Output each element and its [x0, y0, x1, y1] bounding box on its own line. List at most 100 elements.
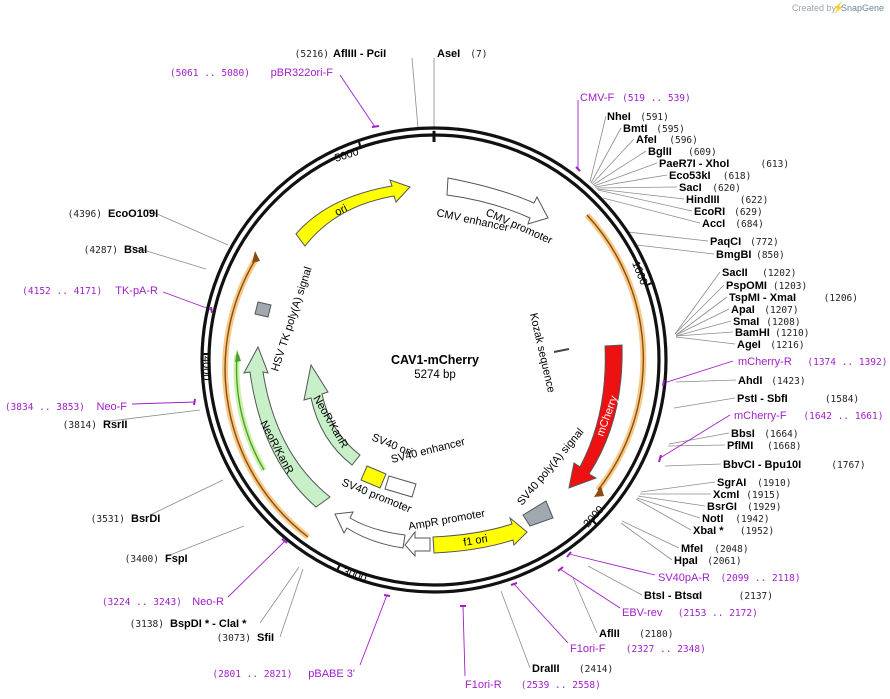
site-fspi[interactable]: FspI(3400): [125, 553, 188, 565]
site-rsrii[interactable]: RsrII(3814): [63, 419, 128, 431]
primer-neo-f[interactable]: Neo-F(3834 .. 3853): [5, 401, 127, 413]
site-bsrdi[interactable]: BsrDI(3531): [91, 513, 161, 525]
site-leader-bspdi: [259, 566, 300, 624]
site-leader-bsai: [129, 245, 207, 270]
site-bbvci[interactable]: BbvCI - Bpu10I(1767): [723, 459, 866, 471]
ampr-promoter-label: AmpR promoter: [407, 508, 486, 533]
site-bglii[interactable]: BglII(609): [648, 146, 717, 158]
site-leader-tspmi: [675, 296, 728, 336]
site-aflii[interactable]: AflII(2180): [599, 628, 673, 640]
site-apai[interactable]: ApaI(1207): [731, 304, 799, 316]
site-name: NheI: [607, 111, 631, 123]
site-afliii[interactable]: (5216)AflIII - PciI: [295, 48, 387, 60]
primer-range: (2801 .. 2821): [212, 669, 292, 680]
site-position: (3073): [217, 633, 251, 644]
site-btsi[interactable]: BtsI - BtsαI(2137): [644, 590, 773, 602]
sv40-ori-feature[interactable]: [360, 465, 387, 489]
site-nhei[interactable]: NheI(591): [607, 111, 669, 123]
primer-mcherry-f[interactable]: mCherry-F(1642 .. 1661): [734, 410, 883, 422]
primer-neo-r[interactable]: Neo-R(3224 .. 3243): [102, 596, 224, 608]
ampr-promoter-feature[interactable]: [404, 530, 431, 558]
site-agei[interactable]: AgeI(1216): [737, 339, 805, 351]
site-position: (609): [688, 147, 717, 158]
site-bsai[interactable]: BsaI(4287): [84, 244, 148, 256]
sv40-enhancer-feature[interactable]: [384, 475, 417, 498]
site-ahdi[interactable]: AhdI(1423): [738, 375, 806, 387]
primer-f1ori-f[interactable]: F1ori-F(2327 .. 2348): [570, 643, 706, 655]
mcherry-feature[interactable]: [568, 344, 623, 489]
primer-name: SV40pA-R: [658, 572, 710, 584]
site-psti[interactable]: PstI - SbfI(1584): [737, 393, 859, 405]
sv40-promoter-feature[interactable]: [334, 511, 406, 549]
site-sgrai[interactable]: SgrAI(1910): [717, 477, 791, 489]
site-leader-sgrai: [640, 481, 716, 493]
site-bamhi[interactable]: BamHI(1210): [735, 327, 809, 339]
site-noti[interactable]: NotI(1942): [702, 513, 770, 525]
neokanr-inner-feature[interactable]: [303, 363, 361, 466]
hsv-tk-polya-feature[interactable]: [254, 301, 272, 318]
primer-cmv-f[interactable]: CMV-F(519 .. 539): [580, 92, 691, 104]
site-paer7i[interactable]: PaeR7I - XhoI(613): [659, 158, 789, 170]
site-leader-pflmi: [667, 444, 726, 447]
site-name: PaqCI: [710, 236, 741, 248]
primer-ebv-rev[interactable]: EBV-rev(2153 .. 2172): [622, 607, 758, 619]
site-smai[interactable]: SmaI(1208): [733, 316, 801, 328]
site-position: (850): [756, 250, 785, 261]
site-bbsi[interactable]: BbsI(1664): [731, 428, 799, 440]
primer-range: (2153 .. 2172): [678, 608, 758, 619]
site-sfii[interactable]: SfiI(3073): [217, 632, 274, 644]
site-eco53ki[interactable]: Eco53kI(618): [669, 170, 751, 182]
site-ecori[interactable]: EcoRI(629): [694, 206, 763, 218]
site-mfei[interactable]: MfeI(2048): [681, 543, 749, 555]
site-paqci[interactable]: PaqCI(772): [710, 236, 779, 248]
site-afei[interactable]: AfeI(596): [636, 134, 698, 146]
site-name: NotI: [702, 513, 723, 525]
cmv-promoter-feature[interactable]: [446, 177, 549, 225]
site-name: AgeI: [737, 339, 761, 351]
site-leader-ecori: [597, 189, 693, 212]
ori-feature[interactable]: [295, 179, 411, 247]
map-length: 5274 bp: [414, 369, 456, 381]
site-bmti[interactable]: BmtI (595): [623, 123, 685, 135]
site-hpai[interactable]: HpaI(2061): [674, 555, 742, 567]
f1-ori-feature[interactable]: [432, 516, 528, 554]
ori-label: ori: [333, 202, 349, 218]
primer-f1ori-r[interactable]: F1ori-R(2539 .. 2558): [465, 679, 601, 691]
site-bsrgi[interactable]: BsrGI(1929): [707, 501, 781, 513]
site-leader-draiii: [500, 590, 531, 669]
site-position: (595): [656, 124, 685, 135]
site-leader-psti: [673, 397, 736, 409]
primer-mcherry-r[interactable]: mCherry-R(1374 .. 1392): [738, 356, 887, 368]
orf-arrowhead-cw: [594, 486, 604, 497]
site-acci[interactable]: AccI(684): [702, 218, 764, 230]
site-tspmi[interactable]: TspMI - XmaI(1206): [729, 292, 858, 304]
site-pflmi[interactable]: PflMI(1668): [727, 440, 801, 452]
primer-tk-pa-r[interactable]: TK-pA-R(4152 .. 4171): [22, 285, 158, 297]
site-saci[interactable]: SacI(620): [679, 182, 741, 194]
primer-range: (1642 .. 1661): [803, 411, 883, 422]
site-asei[interactable]: AseI(7): [437, 48, 487, 60]
site-pspomi[interactable]: PspOMI(1203): [726, 280, 807, 292]
site-xbai[interactable]: XbaI *(1952): [693, 525, 774, 537]
site-draiii[interactable]: DraIII(2414): [532, 663, 613, 675]
site-bspdi[interactable]: BspDI * - ClaI *(3138): [130, 618, 247, 630]
site-xcmi[interactable]: XcmI(1915): [713, 489, 781, 501]
primer-sv40pa-r[interactable]: SV40pA-R(2099 .. 2118): [658, 572, 801, 584]
site-leader-pspomi: [674, 284, 725, 335]
site-sacii[interactable]: SacII(1202): [722, 267, 796, 279]
site-leader-hindiii: [596, 188, 685, 200]
site-ecoo109i[interactable]: EcoO109I(4396): [68, 208, 158, 220]
site-name: BmtI: [623, 123, 647, 135]
site-position: (3400): [125, 554, 159, 565]
primer-range: (4152 .. 4171): [22, 286, 102, 297]
primer-name: F1ori-R: [465, 679, 502, 691]
sv40-polya-feature[interactable]: [522, 500, 554, 527]
primer-markers: [193, 125, 665, 607]
site-hindiii[interactable]: HindIII(622): [686, 194, 768, 206]
site-name: PstI - SbfI: [737, 393, 788, 405]
primer-pbabe-3[interactable]: pBABE 3'(2801 .. 2821): [212, 668, 355, 680]
site-bmgbi[interactable]: BmgBI(850): [716, 249, 785, 261]
primer-pbr322ori-f[interactable]: pBR322ori-F(5061 .. 5080): [170, 67, 333, 79]
neokanr-outer-feature[interactable]: [243, 345, 331, 508]
